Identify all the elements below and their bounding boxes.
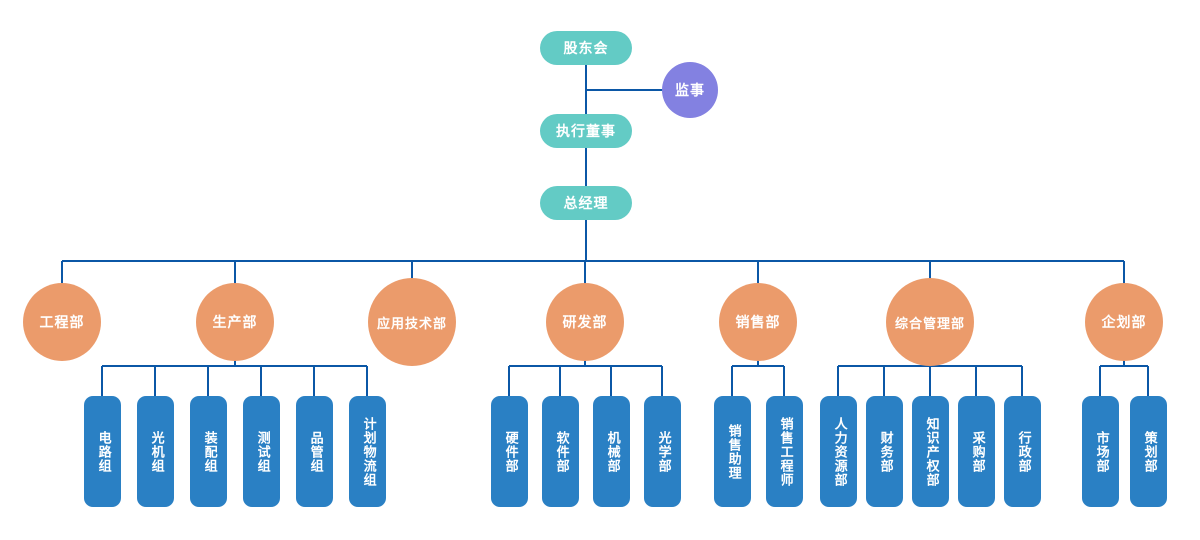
node-admin-dept[interactable]: 行政部 <box>1004 396 1041 507</box>
node-label: 光学部 <box>655 430 671 473</box>
node-finance-dept[interactable]: 财务部 <box>866 396 903 507</box>
node-label: 企划部 <box>1101 315 1147 331</box>
node-marketing-dept[interactable]: 市场部 <box>1082 396 1119 507</box>
node-label: 装配组 <box>201 430 217 473</box>
node-label: 人力资源部 <box>831 416 847 487</box>
node-hardware-dept[interactable]: 硬件部 <box>491 396 528 507</box>
node-testing-group[interactable]: 测试组 <box>243 396 280 507</box>
node-label: 品管组 <box>307 430 323 473</box>
node-dept-planning[interactable]: 企划部 <box>1085 283 1163 361</box>
node-label: 计划物流组 <box>360 416 376 487</box>
node-sales-engineer[interactable]: 销售工程师 <box>766 396 803 507</box>
node-label: 工程部 <box>39 315 85 331</box>
node-dept-engineering[interactable]: 工程部 <box>23 283 101 361</box>
node-mechanical-dept[interactable]: 机械部 <box>593 396 630 507</box>
node-label: 研发部 <box>562 315 608 331</box>
node-dept-sales[interactable]: 销售部 <box>719 283 797 361</box>
node-strategy-dept[interactable]: 策划部 <box>1130 396 1167 507</box>
node-optics-dept[interactable]: 光学部 <box>644 396 681 507</box>
node-optomech-group[interactable]: 光机组 <box>137 396 174 507</box>
node-qc-group[interactable]: 品管组 <box>296 396 333 507</box>
node-assembly-group[interactable]: 装配组 <box>190 396 227 507</box>
node-shareholders[interactable]: 股东会 <box>540 31 632 65</box>
node-label: 光机组 <box>148 430 164 473</box>
node-procurement-dept[interactable]: 采购部 <box>958 396 995 507</box>
node-label: 销售助理 <box>725 423 741 480</box>
node-label: 销售工程师 <box>777 416 793 487</box>
node-executive-director[interactable]: 执行董事 <box>540 114 632 148</box>
node-dept-production[interactable]: 生产部 <box>196 283 274 361</box>
node-label: 股东会 <box>563 41 609 57</box>
node-logistics-group[interactable]: 计划物流组 <box>349 396 386 507</box>
node-label: 销售部 <box>735 315 781 331</box>
node-circuit-group[interactable]: 电路组 <box>84 396 121 507</box>
node-label: 软件部 <box>553 430 569 473</box>
node-supervisor[interactable]: 监事 <box>662 62 718 118</box>
node-label: 采购部 <box>969 430 985 473</box>
node-label: 机械部 <box>604 430 620 473</box>
node-label: 行政部 <box>1015 430 1031 473</box>
node-label: 执行董事 <box>556 124 616 140</box>
node-label: 监事 <box>675 83 705 99</box>
node-dept-general-mgmt[interactable]: 综合管理部 <box>886 278 974 366</box>
node-dept-rd[interactable]: 研发部 <box>546 283 624 361</box>
node-hr-dept[interactable]: 人力资源部 <box>820 396 857 507</box>
node-label: 电路组 <box>95 430 111 473</box>
node-dept-applied-tech[interactable]: 应用技术部 <box>368 278 456 366</box>
node-label: 综合管理部 <box>894 316 965 332</box>
node-sales-assistant[interactable]: 销售助理 <box>714 396 751 507</box>
node-ip-dept[interactable]: 知识产权部 <box>912 396 949 507</box>
node-label: 知识产权部 <box>923 416 939 487</box>
node-software-dept[interactable]: 软件部 <box>542 396 579 507</box>
node-label: 市场部 <box>1093 430 1109 473</box>
node-general-manager[interactable]: 总经理 <box>540 186 632 220</box>
node-label: 测试组 <box>254 430 270 473</box>
node-label: 生产部 <box>212 315 258 331</box>
node-label: 财务部 <box>877 430 893 473</box>
node-label: 硬件部 <box>502 430 518 473</box>
node-label: 应用技术部 <box>376 316 447 332</box>
node-label: 策划部 <box>1141 430 1157 473</box>
node-label: 总经理 <box>563 196 609 212</box>
